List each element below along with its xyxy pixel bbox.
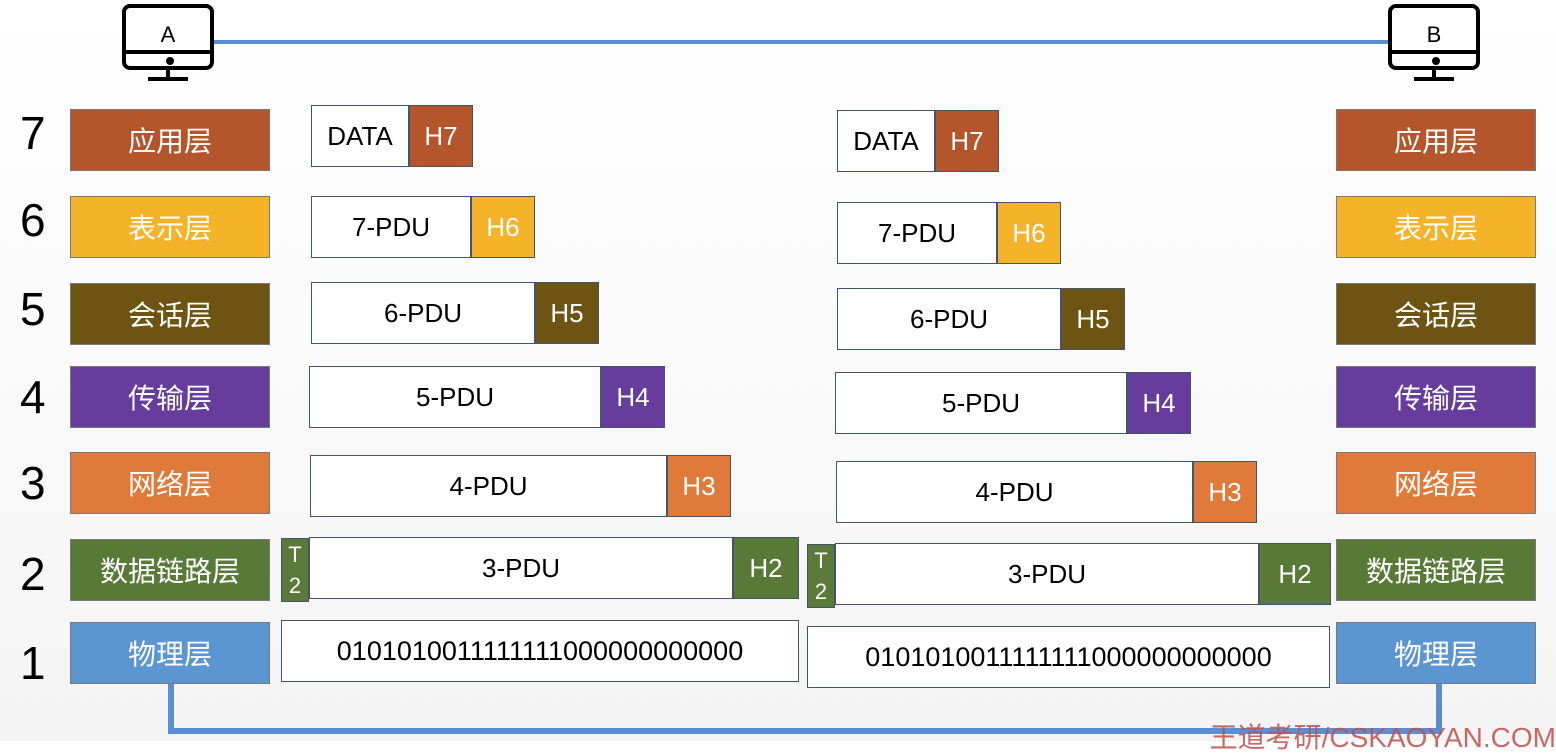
pdu-data: 5-PDU [835, 372, 1127, 434]
pdu-header: H5 [1061, 288, 1125, 350]
pdu-data: 5-PDU [309, 366, 601, 428]
right-layer-application: 应用层 [1336, 109, 1536, 171]
right-layer-session: 会话层 [1336, 283, 1536, 345]
pdu-header: H6 [997, 202, 1061, 264]
pdu-data: 7-PDU [837, 202, 997, 264]
watermark: 王道考研/CSKAOYAN.COM [1209, 722, 1556, 753]
right-bitstream: 0101010011111111000000000000 [807, 626, 1330, 688]
right-pdu-6: 7-PDU H6 [837, 202, 1061, 264]
computer-a-icon: A [122, 4, 214, 84]
trailer-digit: 2 [814, 579, 828, 604]
trailer-letter: T [288, 542, 302, 567]
layer-number-3: 3 [20, 457, 46, 509]
right-pdu-3: 4-PDU H3 [836, 461, 1257, 523]
left-layer-application: 应用层 [70, 109, 270, 171]
left-layer-network: 网络层 [70, 452, 270, 514]
left-pdu-5: 6-PDU H5 [311, 282, 599, 344]
layer-number-6: 6 [20, 194, 46, 246]
physical-link-bottom [168, 728, 1442, 734]
layer-number-1: 1 [20, 637, 46, 689]
left-bitstream: 0101010011111111000000000000 [281, 620, 799, 682]
layer-number-2: 2 [20, 548, 46, 600]
left-pdu-2: 3-PDU H2 [309, 537, 799, 599]
pdu-data: 6-PDU [311, 282, 535, 344]
left-pdu-4: 5-PDU H4 [309, 366, 665, 428]
layer-number-7: 7 [20, 107, 46, 159]
pdu-header: H5 [535, 282, 599, 344]
pdu-header: H2 [1259, 543, 1331, 605]
pdu-header: H3 [1193, 461, 1257, 523]
right-trailer-t2: T 2 [807, 544, 835, 608]
pdu-header: H7 [935, 110, 999, 172]
host-b-label: B [1426, 22, 1442, 47]
right-layer-datalink: 数据链路层 [1336, 539, 1536, 601]
layer-number-4: 4 [20, 371, 46, 423]
left-layer-datalink: 数据链路层 [70, 539, 270, 601]
left-layer-physical: 物理层 [70, 622, 270, 684]
pdu-data: 7-PDU [311, 196, 471, 258]
pdu-data: 3-PDU [835, 543, 1259, 605]
left-layer-presentation: 表示层 [70, 196, 270, 258]
pdu-data: DATA [311, 105, 409, 167]
right-pdu-2: 3-PDU H2 [835, 543, 1331, 605]
right-pdu-7: DATA H7 [837, 110, 999, 172]
pdu-header: H6 [471, 196, 535, 258]
layer-number-5: 5 [20, 283, 46, 335]
pdu-data: 3-PDU [309, 537, 733, 599]
left-layer-transport: 传输层 [70, 366, 270, 428]
pdu-header: H4 [1127, 372, 1191, 434]
left-pdu-6: 7-PDU H6 [311, 196, 535, 258]
right-layer-transport: 传输层 [1336, 366, 1536, 428]
right-pdu-5: 6-PDU H5 [837, 288, 1125, 350]
host-a-label: A [160, 22, 176, 47]
right-pdu-4: 5-PDU H4 [835, 372, 1191, 434]
pdu-data: 4-PDU [836, 461, 1193, 523]
left-layer-session: 会话层 [70, 283, 270, 345]
right-layer-network: 网络层 [1336, 452, 1536, 514]
left-trailer-t2: T 2 [281, 538, 309, 602]
pdu-data: 4-PDU [310, 455, 667, 517]
left-pdu-3: 4-PDU H3 [310, 455, 731, 517]
pdu-data: DATA [837, 110, 935, 172]
computer-b-icon: B [1388, 4, 1480, 84]
trailer-letter: T [814, 548, 828, 573]
physical-link-right [1436, 684, 1442, 734]
pdu-header: H2 [733, 537, 799, 599]
left-pdu-7: DATA H7 [311, 105, 473, 167]
pdu-data: 6-PDU [837, 288, 1061, 350]
right-layer-physical: 物理层 [1336, 622, 1536, 684]
right-layer-presentation: 表示层 [1336, 196, 1536, 258]
pdu-header: H3 [667, 455, 731, 517]
top-link-line [210, 40, 1392, 44]
pdu-header: H4 [601, 366, 665, 428]
pdu-header: H7 [409, 105, 473, 167]
trailer-digit: 2 [288, 573, 302, 598]
physical-link-left [168, 684, 174, 734]
